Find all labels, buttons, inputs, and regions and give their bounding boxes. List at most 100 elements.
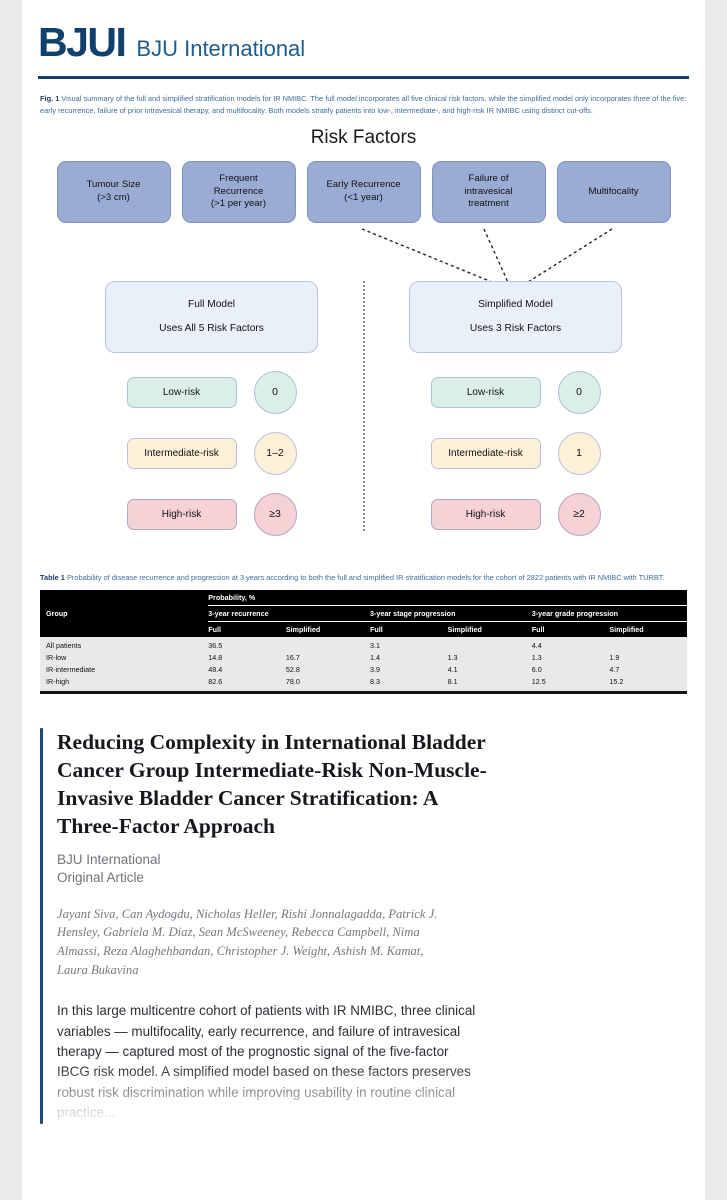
tier-row-full-intermediate: Intermediate-risk 1–2 <box>126 431 297 475</box>
cell-group: IR-low <box>40 651 209 664</box>
model-subtitle-full: Uses All 5 Risk Factors <box>159 323 264 335</box>
models-row: Full Model Uses All 5 Risk Factors Low-r… <box>22 280 705 536</box>
accent-bar <box>40 727 43 1124</box>
arrow-multifocality <box>515 228 613 290</box>
table-row: IR-low 14.8 16.7 1.4 1.3 1.3 1.9 <box>40 651 687 664</box>
cell-grade-full: 1.3 <box>531 651 610 664</box>
cell-stage-full: 3.1 <box>369 636 448 652</box>
cell-grade-full: 6.0 <box>531 663 610 676</box>
table-header-groups: 3-year recurrence 3-year stage progressi… <box>40 605 687 622</box>
author-list: Jayant Siva, Can Aydogdu, Nicholas Helle… <box>57 906 438 977</box>
tier-label-simplified-low: Low-risk <box>430 376 541 408</box>
table-sub-rec-full: Full <box>208 621 286 637</box>
cell-rec-simplified: 78.0 <box>285 675 370 692</box>
arrow-early-recurrence <box>361 228 511 291</box>
table-sub-rec-simplified: Simplified <box>285 621 370 637</box>
table-row: All patients 36.5 3.1 4.4 <box>40 636 687 652</box>
journal-name: BJU International <box>136 36 306 61</box>
tier-label-full-low: Low-risk <box>126 376 237 408</box>
cell-grade-full: 4.4 <box>531 636 610 652</box>
table-col-probability: Probability, % <box>208 589 687 606</box>
tier-value-full-high: ≥3 <box>253 492 297 536</box>
tier-value-simplified-intermediate: 1 <box>557 431 601 475</box>
bjui-logo: BJUI <box>38 19 127 65</box>
cell-rec-simplified: 52.8 <box>285 663 370 676</box>
table-1-wrapper: Group Probability, % 3-year recurrence 3… <box>40 589 687 692</box>
page-title[interactable]: Reducing Complexity in International Bla… <box>57 729 487 839</box>
masthead-divider <box>38 76 689 79</box>
tier-value-simplified-low: 0 <box>557 370 601 414</box>
figure-caption-text: Visual summary of the full and simplifie… <box>40 94 687 115</box>
article-summary: In this large multicentre cohort of pati… <box>57 1001 487 1128</box>
tier-value-full-low: 0 <box>253 370 297 414</box>
cell-rec-full: 82.6 <box>208 675 286 692</box>
cell-grade-simplified: 15.2 <box>609 675 687 692</box>
cell-grade-full: 12.5 <box>531 675 610 692</box>
table-caption: Table 1 Probability of disease recurrenc… <box>40 572 687 584</box>
table-caption-text: Probability of disease recurrence and pr… <box>66 572 665 582</box>
table-sub-stage-simplified: Simplified <box>447 621 532 637</box>
cell-grade-simplified <box>609 636 687 652</box>
cell-rec-simplified <box>285 636 370 652</box>
table-sub-grade-full: Full <box>531 621 610 637</box>
table-1: Group Probability, % 3-year recurrence 3… <box>40 589 687 692</box>
cell-rec-full: 36.5 <box>208 636 286 652</box>
tier-row-simplified-high: High-risk ≥2 <box>430 492 601 536</box>
model-name-full: Full Model <box>188 299 235 311</box>
cell-rec-full: 48.4 <box>208 663 286 676</box>
model-header-full: Full Model Uses All 5 Risk Factors <box>105 280 318 353</box>
tier-value-full-intermediate: 1–2 <box>253 431 297 475</box>
cell-group: IR-intermediate <box>40 663 209 676</box>
tier-label-full-high: High-risk <box>126 498 237 530</box>
article-journal: BJU International <box>57 851 161 867</box>
cell-stage-simplified: 8.1 <box>447 675 532 692</box>
cell-stage-full: 8.3 <box>369 675 448 692</box>
cell-rec-full: 14.8 <box>208 651 286 664</box>
cell-grade-simplified: 4.7 <box>609 663 687 676</box>
tier-row-full-high: High-risk ≥3 <box>126 492 297 536</box>
tier-label-simplified-intermediate: Intermediate-risk <box>430 437 541 469</box>
table-row: IR-high 82.6 78.0 8.3 8.1 12.5 15.2 <box>40 675 687 692</box>
arrow-failure-intravesical <box>483 228 512 291</box>
risk-factor-box-tumour-size: Tumour Size(>3 cm) <box>56 160 171 223</box>
cell-stage-full: 3.9 <box>369 663 448 676</box>
article-body: Reducing Complexity in International Bla… <box>43 728 487 1128</box>
article-type: Original Article <box>57 870 145 886</box>
table-bottom-rule <box>40 691 687 694</box>
cell-stage-simplified <box>447 636 532 652</box>
table-group-recurrence: 3-year recurrence <box>208 605 370 622</box>
tier-label-full-intermediate: Intermediate-risk <box>126 437 237 469</box>
cell-stage-simplified: 4.1 <box>447 663 532 676</box>
table-sub-grade-simplified: Simplified <box>609 621 687 637</box>
table-group-stage-progression: 3-year stage progression <box>369 605 532 622</box>
figure-1: Risk Factors Tumour Size(>3 cm) Frequent… <box>22 127 705 572</box>
article-summary-text: In this large multicentre cohort of pati… <box>57 1003 476 1121</box>
table-sub-stage-full: Full <box>369 621 448 637</box>
cell-rec-simplified: 16.7 <box>285 651 370 664</box>
tier-value-simplified-high: ≥2 <box>557 492 601 536</box>
cell-stage-full: 1.4 <box>369 651 448 664</box>
article-section: Reducing Complexity in International Bla… <box>40 727 687 1128</box>
masthead: BJUI BJU International <box>22 0 705 63</box>
model-divider <box>362 280 365 531</box>
table-group-grade-progression: 3-year grade progression <box>531 605 687 622</box>
model-column-full: Full Model Uses All 5 Risk Factors Low-r… <box>67 280 357 536</box>
cell-grade-simplified: 1.9 <box>609 651 687 664</box>
cell-stage-simplified: 1.3 <box>447 651 532 664</box>
tier-row-simplified-intermediate: Intermediate-risk 1 <box>430 431 601 475</box>
tier-row-full-low: Low-risk 0 <box>126 370 297 414</box>
model-subtitle-simplified: Uses 3 Risk Factors <box>469 323 562 335</box>
table-row: IR-intermediate 48.4 52.8 3.9 4.1 6.0 4.… <box>40 663 687 676</box>
table-header-super: Group Probability, % <box>40 589 687 637</box>
tier-label-simplified-high: High-risk <box>430 498 541 530</box>
model-name-simplified: Simplified Model <box>478 299 553 311</box>
article-card: BJUI BJU International Fig. 1 Visual sum… <box>22 0 705 1200</box>
table-col-group: Group <box>40 589 209 637</box>
table-header-sub: Full Simplified Full Simplified Full Sim… <box>40 621 687 637</box>
cell-group: All patients <box>40 636 209 652</box>
risk-factor-box-multifocality: Multifocality <box>556 160 671 223</box>
figure-title: Risk Factors <box>310 126 417 148</box>
